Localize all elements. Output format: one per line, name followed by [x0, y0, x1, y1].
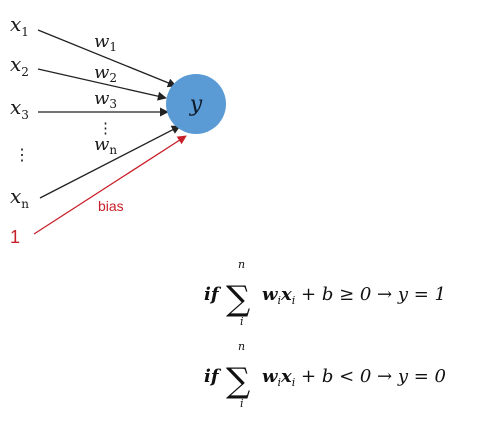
eq2-sum-symbol: ∑ [226, 361, 250, 401]
eq1-sum-symbol: ∑ [226, 279, 250, 319]
neuron-node [166, 74, 226, 134]
eq2-sum-lower: i [240, 397, 244, 410]
eq1-body: wixi + b ≥ 0 → y = 1 [262, 284, 446, 307]
input-x2: x2 [10, 52, 29, 79]
eq2-prefix: if [204, 366, 222, 387]
weight-w2: w2 [94, 62, 117, 85]
bias-label: bias [98, 198, 124, 214]
input-x1: x1 [10, 12, 29, 39]
bias-input: 1 [10, 227, 20, 247]
weight-ellipsis: ⋮ [98, 119, 113, 137]
weight-w3: w3 [94, 88, 117, 111]
edge-x2 [37, 68, 167, 101]
input-xn: xn [10, 184, 29, 211]
eq2-body: wixi + b < 0 → y = 0 [262, 366, 446, 389]
edge-xn [39, 125, 181, 199]
input-x3: x3 [10, 95, 29, 122]
input-ellipsis: ⋮ [14, 145, 30, 164]
eq1-sum-lower: i [240, 315, 244, 328]
equation-1: if n ∑ i wixi + b ≥ 0 → y = 1 [204, 258, 446, 328]
edge-x1 [37, 29, 177, 88]
neuron-label: y [189, 92, 203, 117]
weight-w1: w1 [94, 31, 117, 54]
eq2-sum-upper: n [238, 340, 245, 353]
edge-bias [33, 135, 187, 235]
equation-2: if n ∑ i wixi + b < 0 → y = 0 [204, 340, 446, 410]
weight-wn: wn [94, 134, 117, 157]
eq1-prefix: if [204, 284, 222, 305]
eq1-sum-upper: n [238, 258, 245, 271]
